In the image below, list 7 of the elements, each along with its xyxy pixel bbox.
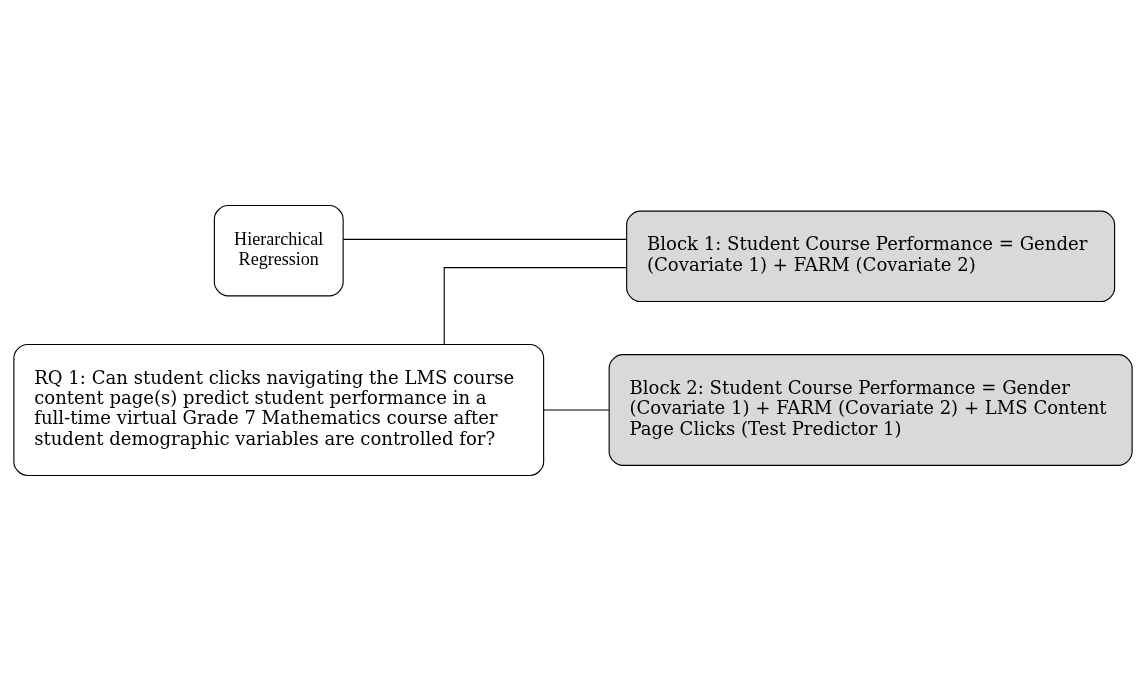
- node-box: Block 2: Student Course Performance = Gender (Covariate 1) + FARM (Covariate 2) + LMS Content Page Clicks (Test Predictor 1): [608, 354, 1133, 466]
- node-box: Block 1: Student Course Performance = Gender (Covariate 1) + FARM (Covariate 2): [626, 210, 1116, 303]
- connector: [443, 267, 628, 345]
- node-box: Hierarchical Regression: [213, 204, 344, 297]
- connector: [342, 238, 628, 240]
- node-box: RQ 1: Can student clicks navigating the LMS course content page(s) predict student performance in a full-time virtual Grade 7 Mathematics course after student demographic variables are controlled for?: [13, 343, 545, 477]
- connector: [543, 409, 610, 411]
